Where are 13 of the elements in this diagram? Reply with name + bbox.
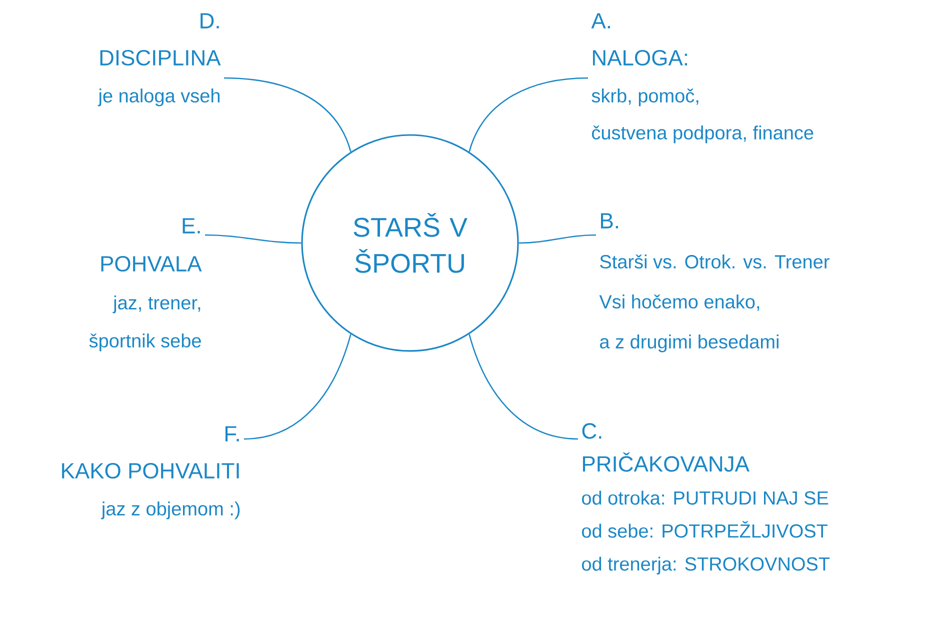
branch-text: D. DISCIPLINA je naloga vseh [98,13,221,106]
branch-text: C. PRIČAKOVANJA od otroka: PUTRUDI NAJ SE od sebe: POTRPEŽLJIVOST od trenerja: STROKOVNOST [582,423,830,574]
branch-line [244,334,352,440]
branch-text: A. NALOGA: skrb, pomoč, čustvena podpora, finance [591,13,814,144]
branch-text: E. POHVALA jaz, trener, športnik sebe [89,218,202,352]
branch-text: B. Starši vs. Otrok. vs. Trener Vsi hočemo enako, a z drugimi besedami [599,213,830,352]
circle-node: STARŠ V ŠPORTU [301,134,519,352]
branch-line [205,234,302,244]
branch-line [468,334,578,440]
branch-line [468,77,588,152]
branch-line [518,234,596,244]
branch-text: F. KAKO POHVALITI jaz z objemom :) [62,426,240,520]
branch-line [224,77,352,152]
